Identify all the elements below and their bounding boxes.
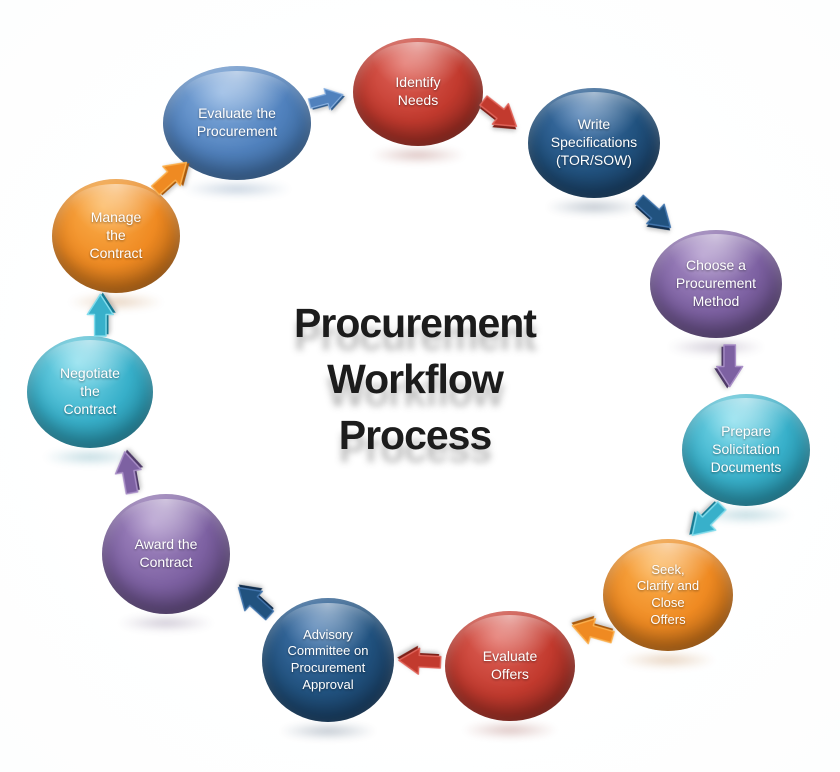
- diagram-title: Procurement Workflow Process: [294, 300, 537, 458]
- arrow-advisory-committee-to-award-contract: [237, 584, 275, 621]
- arrow-award-contract-to-negotiate-contract: [114, 449, 144, 495]
- node-manage-the-contract: Manage the Contract: [52, 179, 180, 293]
- node-label: Choose a Procurement Method: [675, 257, 757, 309]
- arrow-identify-needs-to-write-specifications: [479, 95, 518, 130]
- node-label: Award the Contract: [134, 536, 198, 570]
- node-advisory-committee: Advisory Committee on Procurement Approv…: [262, 598, 394, 722]
- node-write-specifications: Write Specifications (TOR/SOW): [528, 88, 660, 198]
- node-label: Manage the Contract: [89, 209, 143, 261]
- arrow-negotiate-contract-to-manage-contract: [86, 292, 116, 337]
- arrow-evaluate-procurement-to-identify-needs: [307, 88, 345, 111]
- arrow-seek-offers-to-evaluate-offers: [571, 615, 615, 645]
- node-label: Write Specifications (TOR/SOW): [550, 116, 638, 168]
- arrow-evaluate-offers-to-advisory-committee: [397, 645, 442, 675]
- node-label: Evaluate Offers: [482, 648, 538, 682]
- arrow-choose-method-to-prepare-solicitation: [714, 344, 744, 389]
- node-prepare-solicitation-documents: Prepare Solicitation Documents: [682, 394, 810, 506]
- arrow-manage-contract-to-evaluate-procurement: [150, 161, 190, 196]
- node-negotiate-the-contract: Negotiate the Contract: [27, 336, 153, 448]
- node-label: Advisory Committee on Procurement Approv…: [287, 626, 369, 692]
- node-label: Seek, Clarify and Close Offers: [636, 561, 700, 627]
- node-evaluate-offers: Evaluate Offers: [445, 611, 575, 721]
- node-label: Identify Needs: [395, 74, 441, 108]
- node-choose-procurement-method: Choose a Procurement Method: [650, 230, 782, 338]
- arrow-write-specifications-to-choose-method: [634, 194, 672, 231]
- arrow-prepare-solicitation-to-seek-offers: [689, 500, 727, 536]
- node-label: Negotiate the Contract: [60, 365, 120, 417]
- node-identify-needs: Identify Needs: [353, 38, 483, 146]
- node-award-the-contract: Award the Contract: [102, 494, 230, 614]
- node-label: Prepare Solicitation Documents: [710, 423, 782, 475]
- node-seek-clarify-close-offers: Seek, Clarify and Close Offers: [603, 539, 733, 651]
- node-label: Evaluate the Procurement: [196, 105, 278, 139]
- node-evaluate-the-procurement: Evaluate the Procurement: [163, 66, 311, 180]
